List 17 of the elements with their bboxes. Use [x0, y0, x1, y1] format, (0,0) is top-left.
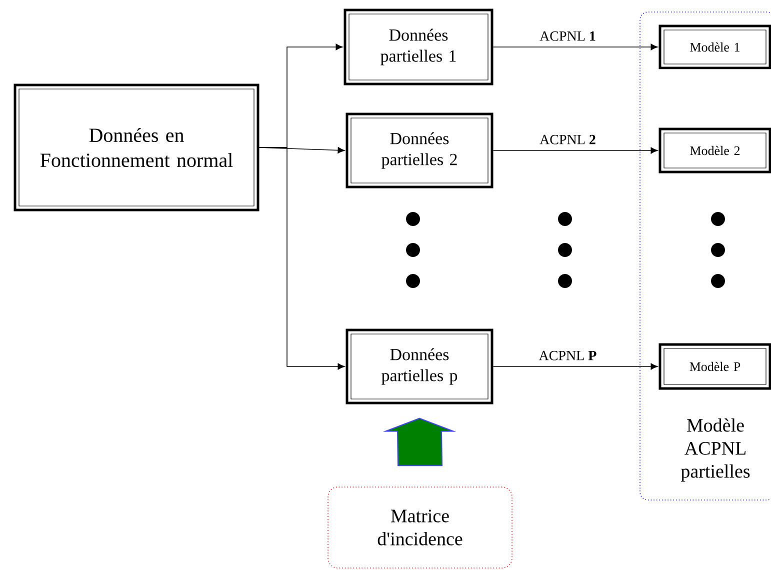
double-border-box: Données partielles 2: [346, 112, 494, 188]
dotted-group-box: Matrice d'incidence: [328, 486, 512, 568]
double-border-box: Données partielles p: [346, 328, 494, 404]
double-border-box: Données en Fonctionnement normal: [14, 84, 260, 212]
arrow: [492, 363, 658, 370]
edge-label: ACPNL 1: [540, 31, 596, 41]
edge-label: ACPNL P: [538, 350, 596, 360]
arrow: [492, 44, 658, 50]
double-border-box: Modèle P: [658, 343, 771, 390]
double-border-box: Données partielles 1: [344, 8, 494, 86]
double-border-box: Modèle 1: [658, 24, 771, 70]
arrow: [258, 147, 345, 154]
double-border-box: Modèle 2: [658, 128, 771, 174]
edge-label: ACPNL 2: [540, 134, 596, 144]
arrow: [258, 147, 345, 370]
block-arrow: [382, 418, 456, 466]
arrow: [492, 147, 658, 154]
